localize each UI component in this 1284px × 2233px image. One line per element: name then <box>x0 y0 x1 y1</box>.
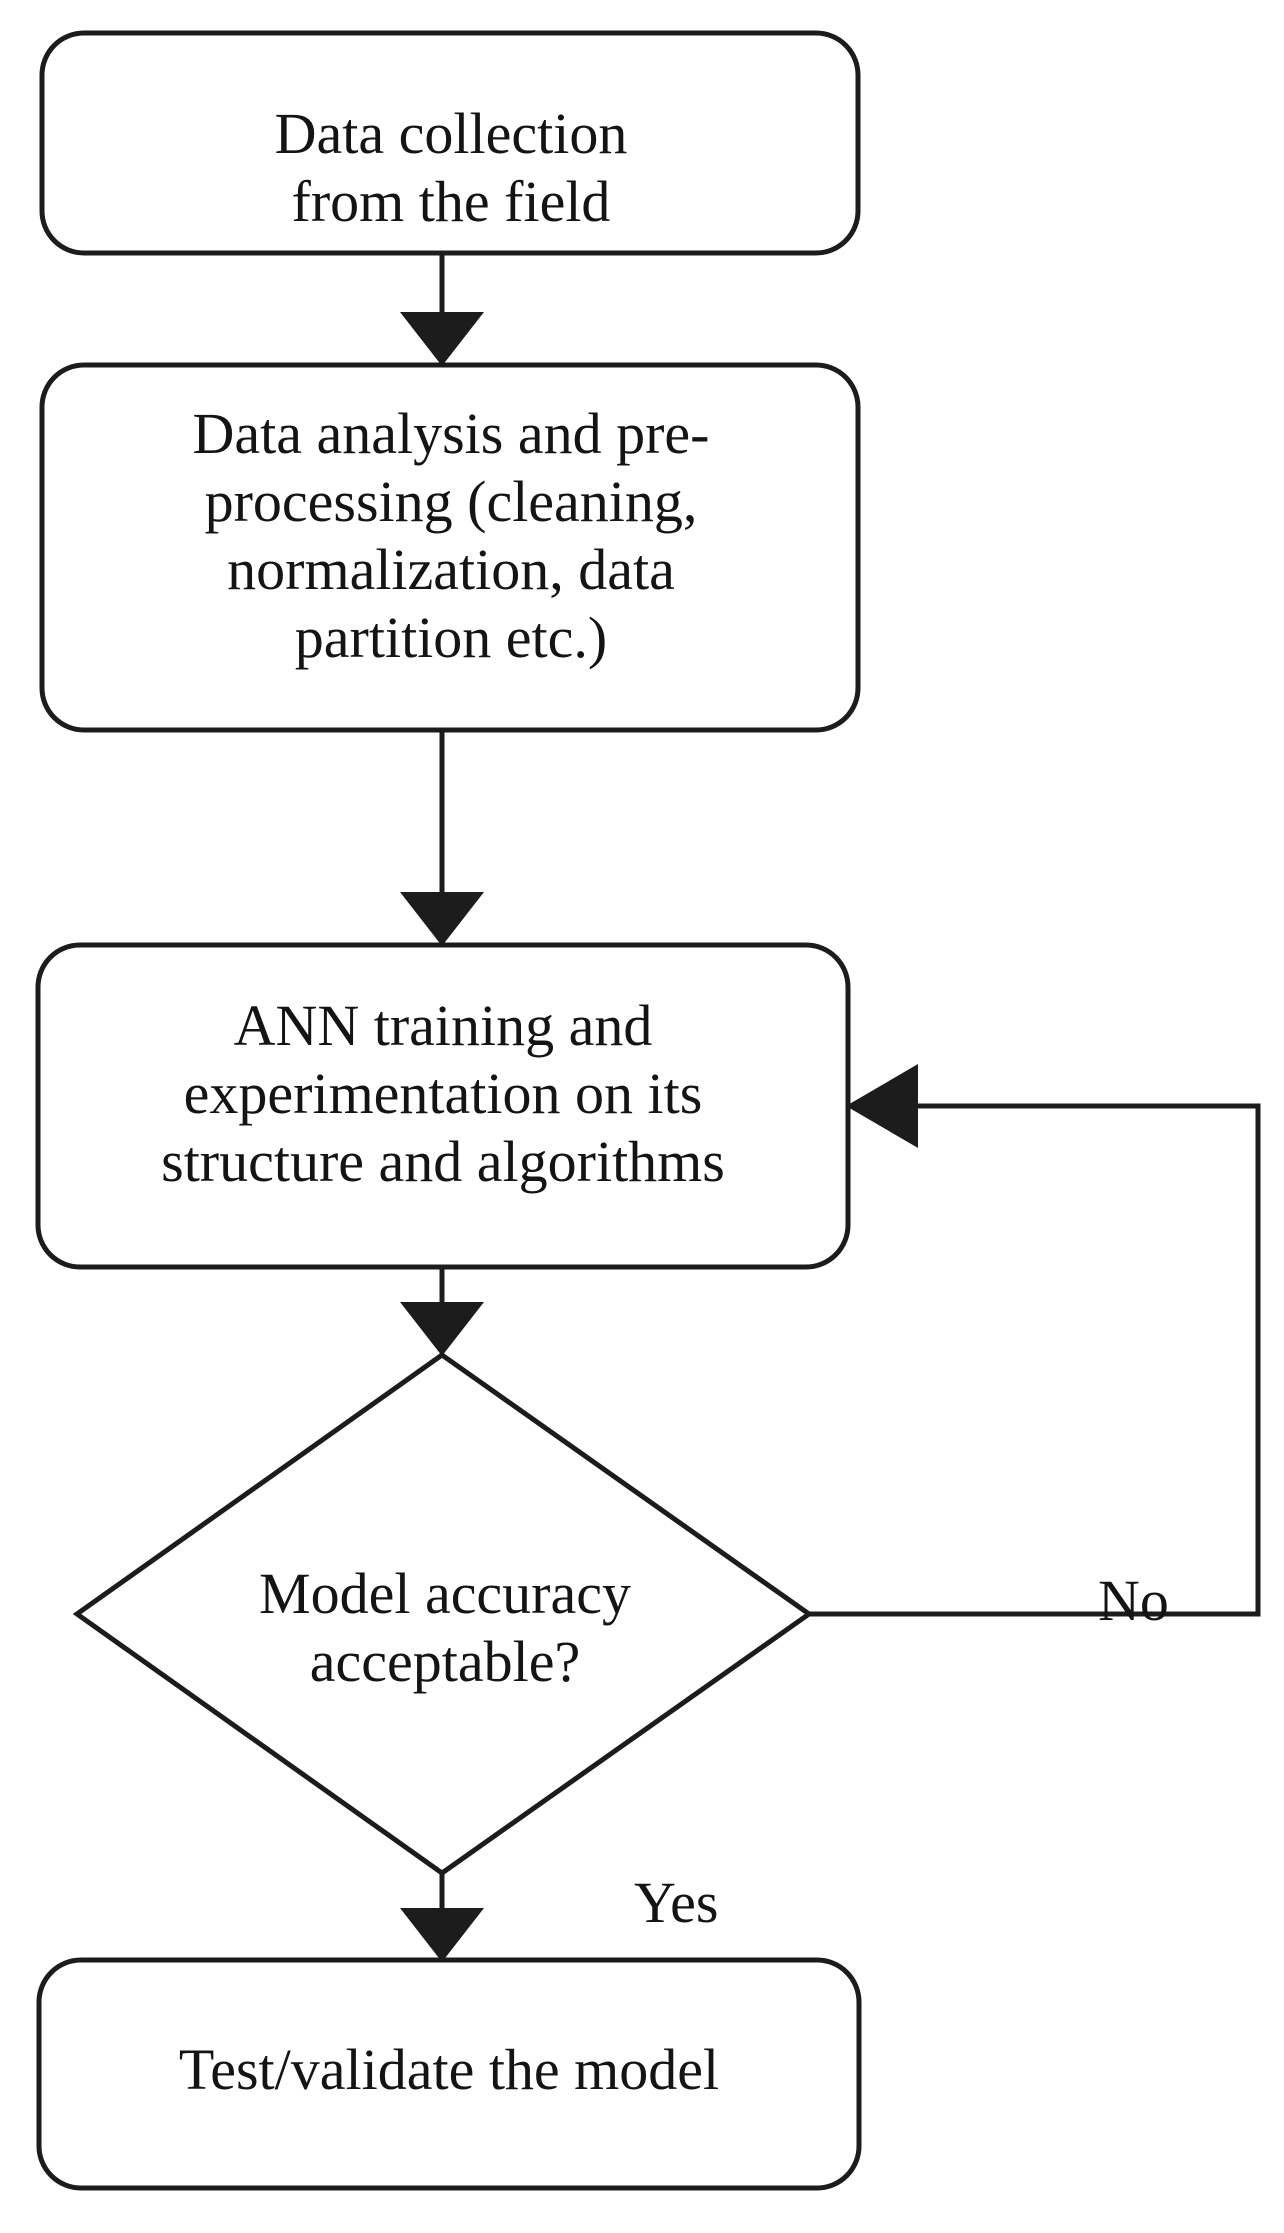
arrow-head-icon-no-loop <box>846 1064 918 1148</box>
node-test-validate[interactable] <box>36 1957 862 2191</box>
edge-label-yes: Yes <box>634 1870 719 1935</box>
node-data-collection[interactable] <box>39 30 861 256</box>
edge-decision-no-loop-line <box>809 1103 1261 1617</box>
arrow-head-icon-collection-to-preprocessing <box>400 312 484 366</box>
node-data-preprocessing[interactable] <box>39 362 861 733</box>
arrow-head-icon-preprocessing-to-training <box>400 892 484 946</box>
arrow-head-icon-training-to-decision <box>400 1302 484 1356</box>
node-accuracy-decision[interactable] <box>72 1351 814 1877</box>
edge-label-no: No <box>1098 1568 1169 1633</box>
node-ann-training[interactable] <box>35 942 851 1270</box>
arrow-head-icon-decision-to-validate <box>400 1908 484 1962</box>
